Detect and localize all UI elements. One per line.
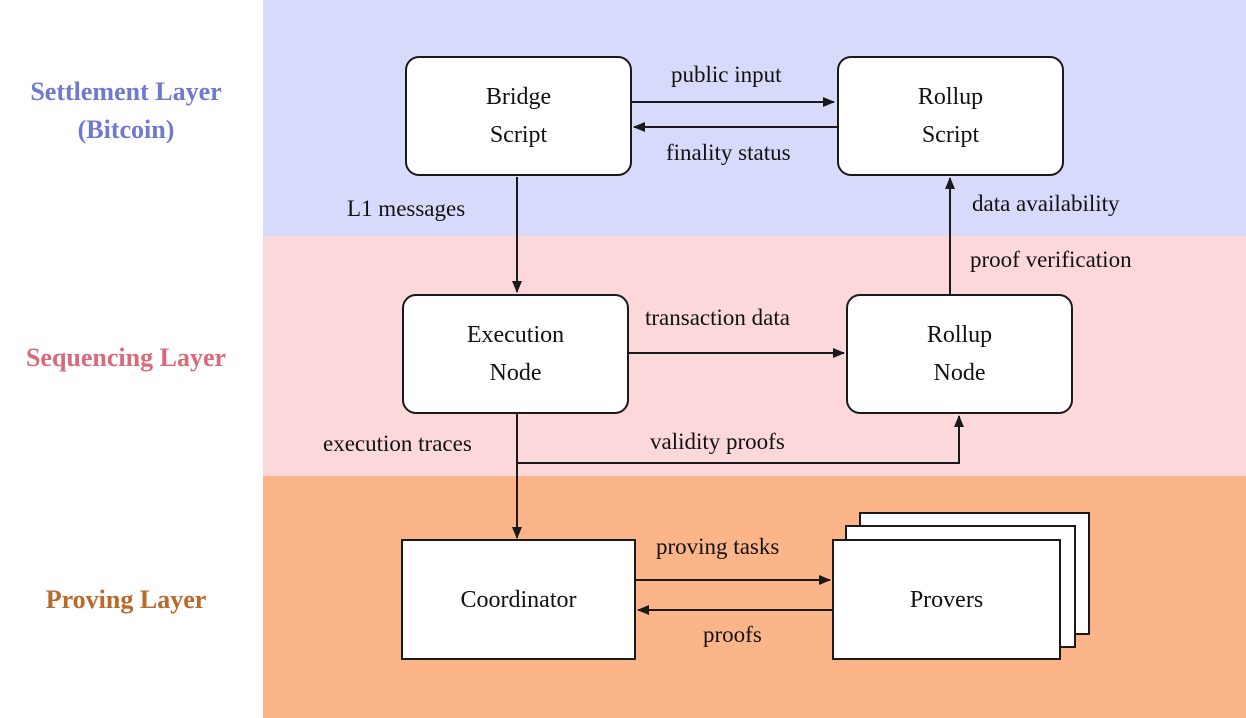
- bridge-script-line1: Bridge: [485, 84, 552, 110]
- rollup-script-node: Rollup Script: [837, 56, 1064, 176]
- execution-node-line1: Execution: [466, 322, 565, 348]
- provers-node: Provers: [832, 539, 1061, 660]
- sequencing-layer-label: Sequencing Layer: [25, 343, 227, 372]
- provers-label: Provers: [909, 586, 984, 613]
- edge-label-proofs: proofs: [703, 622, 762, 647]
- edge-label-transaction-data: transaction data: [645, 305, 790, 330]
- edge-label-l1-messages: L1 messages: [347, 196, 466, 221]
- rollup-node-line1: Rollup: [926, 322, 993, 348]
- settlement-layer-label: Settlement Layer (Bitcoin): [0, 73, 252, 149]
- coordinator-label: Coordinator: [460, 586, 577, 613]
- coordinator-node: Coordinator: [401, 539, 636, 660]
- edge-label-execution-traces: execution traces: [323, 431, 472, 456]
- execution-node-line2: Node: [489, 360, 542, 386]
- arrow-validity-proofs: [517, 415, 964, 464]
- edge-label-proving-tasks: proving tasks: [656, 534, 780, 559]
- rollup-script-line2: Script: [921, 122, 980, 148]
- execution-node: Execution Node: [402, 294, 629, 414]
- edge-label-finality-status: finality status: [666, 140, 791, 165]
- edge-label-data-availability: data availability: [972, 191, 1120, 216]
- rollup-node: Rollup Node: [846, 294, 1073, 414]
- bridge-script-node: Bridge Script: [405, 56, 632, 176]
- edge-label-proof-verification: proof verification: [970, 247, 1132, 272]
- edge-label-public-input: public input: [671, 62, 782, 87]
- rollup-script-line1: Rollup: [917, 84, 984, 110]
- rollup-node-line2: Node: [933, 360, 986, 386]
- proving-layer-label: Proving Layer: [45, 585, 207, 614]
- settlement-layer-title: Settlement Layer: [30, 77, 222, 106]
- bridge-script-line2: Script: [489, 122, 548, 148]
- edge-label-validity-proofs: validity proofs: [650, 429, 785, 454]
- settlement-layer-subtitle: (Bitcoin): [77, 115, 175, 144]
